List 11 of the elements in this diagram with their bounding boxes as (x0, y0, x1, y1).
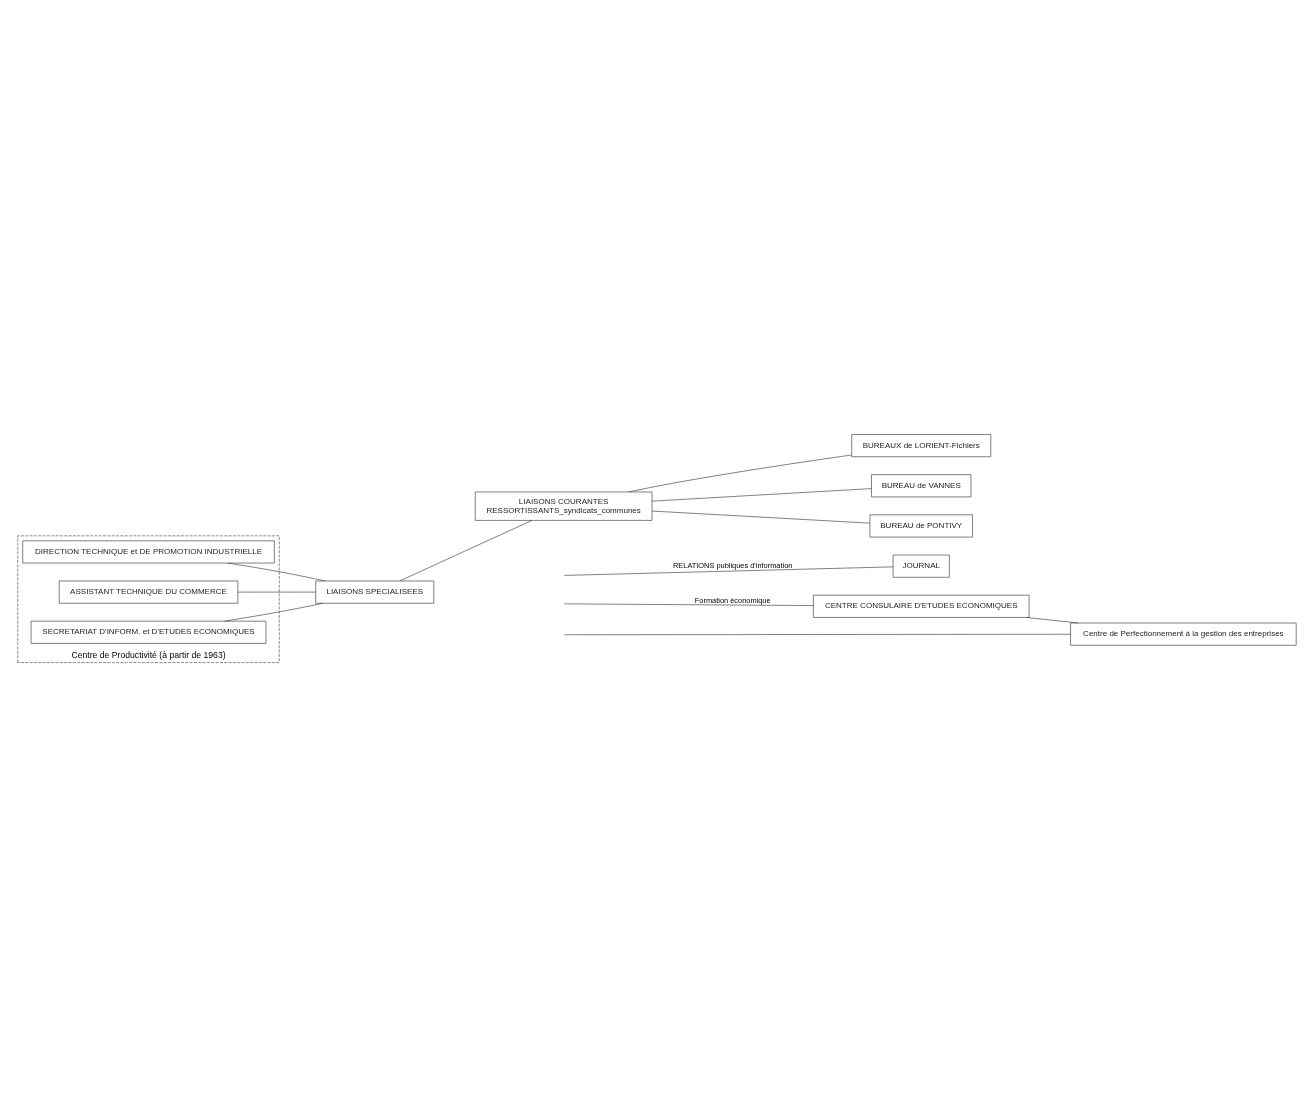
connector (651, 488, 872, 502)
connector (628, 454, 852, 493)
connector (399, 520, 533, 582)
connector (651, 510, 871, 524)
connector (1025, 617, 1079, 624)
connector (564, 566, 894, 576)
connector (227, 562, 326, 582)
connector (224, 602, 324, 622)
connector (564, 603, 814, 606)
connector (563, 633, 1071, 636)
connector (237, 591, 316, 593)
